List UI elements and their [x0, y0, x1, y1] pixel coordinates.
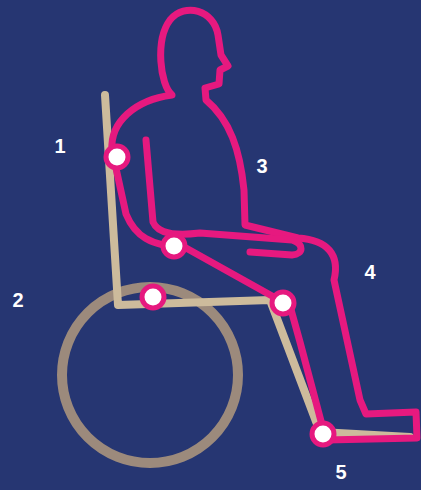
- pressure-point: [142, 286, 164, 308]
- person-outline: [112, 10, 417, 440]
- chair-frame: [105, 95, 410, 437]
- callout-number: 1: [54, 136, 65, 156]
- pressure-point: [163, 235, 185, 257]
- callout-number: 4: [364, 262, 375, 282]
- callout-number: 3: [256, 156, 267, 176]
- callout-number: 5: [335, 462, 346, 482]
- pressure-point: [312, 423, 334, 445]
- wheel: [62, 287, 238, 463]
- pressure-points: [106, 146, 334, 445]
- pressure-point: [272, 292, 294, 314]
- callout-number: 2: [12, 290, 23, 310]
- pressure-point: [106, 146, 128, 168]
